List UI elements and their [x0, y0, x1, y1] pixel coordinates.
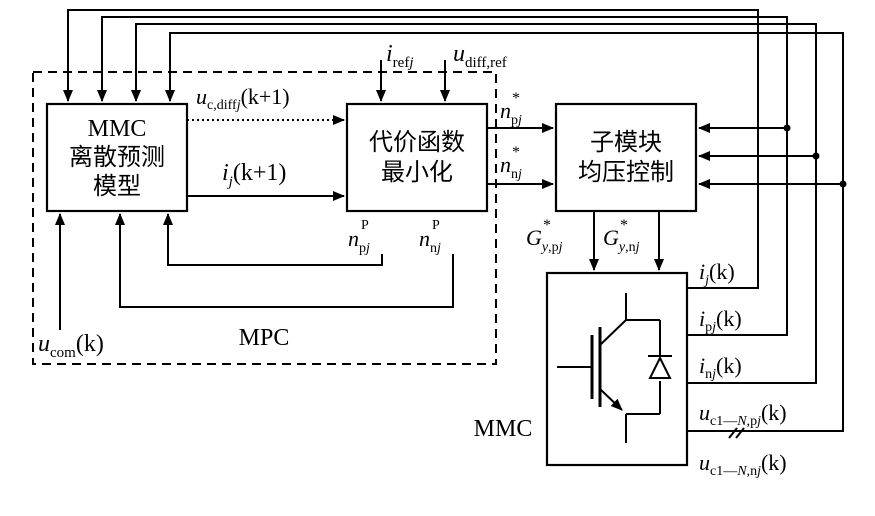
ipj-feedback — [97, 16, 788, 336]
ij-next-label: ij(k+1) — [222, 160, 286, 190]
sm-balance-label: 子模块 均压控制 — [578, 128, 674, 186]
nnjP-feedback — [163, 213, 383, 266]
gpj-sup: * — [543, 217, 551, 234]
mmc-converter-block — [545, 271, 689, 467]
submodule-voltage-balancing-block — [554, 102, 698, 213]
ucdiff-label: uc,diffj(k+1) — [196, 84, 290, 113]
inj-feedback — [131, 23, 817, 384]
nnjP-sup: P — [432, 218, 440, 233]
nnj-star-sup: * — [512, 144, 520, 161]
ipj-junction — [783, 124, 791, 132]
svg-text:均压控制: 均压控制 — [578, 158, 674, 186]
gnj-sup: * — [620, 217, 628, 234]
npjP-feedback — [115, 213, 454, 308]
ipj-label: ipj(k) — [699, 306, 742, 335]
uc-nj-label: uc1—N,nj(k) — [699, 450, 787, 479]
uc-feedback — [165, 32, 844, 432]
svg-text:模型: 模型 — [93, 172, 141, 200]
svg-text:最小化: 最小化 — [381, 158, 453, 186]
gpj-label: Gy,pj — [526, 225, 563, 255]
cost-function-minimization-block — [345, 102, 489, 213]
uc-bus-slash-1 — [728, 427, 738, 439]
nnj-star-label: nnj — [500, 152, 522, 182]
mpc-boundary — [32, 71, 497, 365]
gnj-label: Gy,nj — [603, 225, 640, 255]
svg-text:离散预测: 离散预测 — [69, 143, 165, 171]
inj-junction — [812, 152, 820, 160]
uc-junction — [839, 180, 847, 188]
inj-label: inj(k) — [699, 353, 742, 382]
uc-bus-slash-2 — [735, 427, 745, 439]
svg-text:代价函数: 代价函数 — [369, 128, 465, 156]
nnjP-label: nnj — [419, 226, 441, 256]
uc-pj-label: uc1—N,pj(k) — [699, 400, 787, 429]
mmc-prediction-model-block — [45, 102, 189, 213]
ij-label: ij(k) — [699, 259, 735, 288]
mpc-label: MPC — [239, 325, 290, 351]
svg-text:子模块: 子模块 — [590, 128, 662, 156]
iref-label: irefj — [386, 41, 414, 71]
svg-text:MMC: MMC — [88, 116, 147, 142]
npj-star-sup: * — [512, 90, 520, 107]
mmc-model-label: MMC 离散预测 模型 — [69, 116, 165, 200]
udiffref-label: udiff,ref — [453, 41, 507, 71]
ucom-label: ucom(k) — [38, 331, 104, 361]
ij-feedback — [63, 9, 759, 289]
igbt-diode-symbol — [557, 293, 672, 443]
npj-star-label: npj — [500, 98, 522, 128]
mmc-label: MMC — [474, 416, 533, 442]
npjP-label: npj — [348, 226, 370, 256]
npjP-sup: P — [361, 218, 369, 233]
cost-min-label: 代价函数 最小化 — [369, 128, 465, 186]
